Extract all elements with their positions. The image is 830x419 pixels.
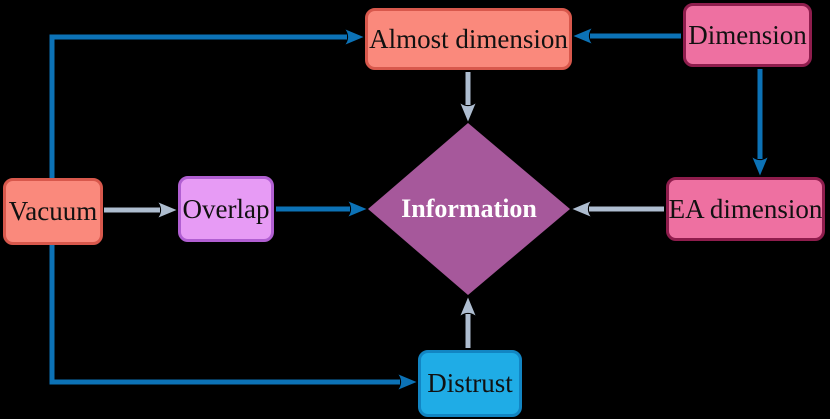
- node-distrust: Distrust: [418, 350, 522, 417]
- edge-vacuum-to-almost-dimension: [49, 29, 364, 178]
- node-ea-dimension-label: EA dimension: [668, 193, 823, 224]
- node-information-label: Information: [401, 194, 537, 223]
- node-vacuum-label: Vacuum: [8, 196, 98, 226]
- node-dimension-label: Dimension: [688, 19, 807, 50]
- node-overlap-label: Overlap: [182, 193, 270, 224]
- node-almost-dimension-label: Almost dimension: [369, 23, 568, 54]
- node-almost-dimension: Almost dimension: [365, 8, 572, 70]
- node-overlap: Overlap: [178, 176, 274, 242]
- node-vacuum: Vacuum: [3, 178, 103, 245]
- node-distrust-label: Distrust: [427, 368, 513, 398]
- node-ea-dimension: EA dimension: [666, 177, 825, 241]
- node-information: Information: [368, 123, 570, 295]
- node-dimension: Dimension: [683, 3, 812, 67]
- information-diamond-shape: [368, 123, 570, 295]
- edge-vacuum-to-distrust: [49, 245, 417, 390]
